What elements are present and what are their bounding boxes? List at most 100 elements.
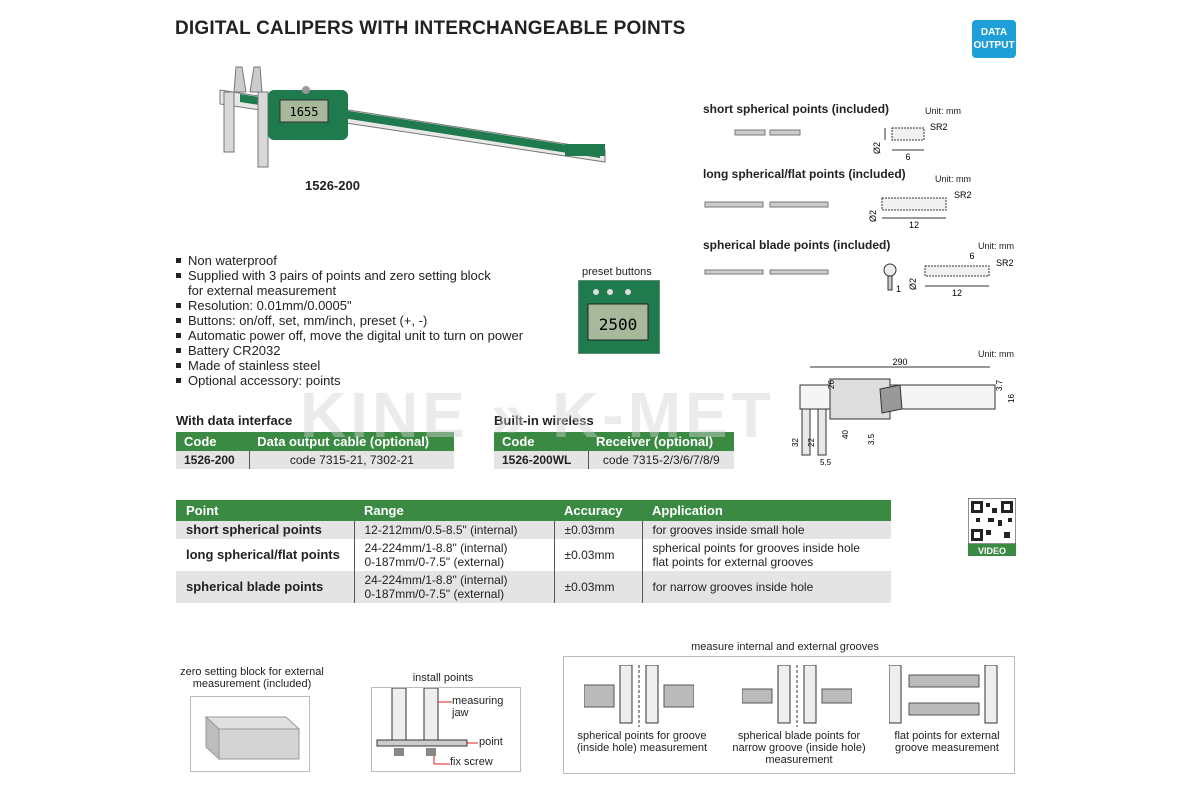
range-text: 12-212mm/0.5-8.5" (internal): [364, 523, 518, 537]
table-cell: 24-224mm/1-8.8" (internal)0-187mm/0-7.5"…: [353, 571, 554, 603]
table-cell: for grooves inside small hole: [641, 521, 891, 539]
unit-label: Unit: mm: [925, 106, 961, 116]
data-interface-heading: With data interface: [176, 413, 293, 428]
dim-text: 6: [905, 152, 910, 162]
col-header: Data output cable (optional): [249, 432, 454, 451]
groove-caption-2: spherical blade points for narrow groove…: [732, 730, 866, 766]
dim-text: 290: [892, 357, 907, 367]
dim-text: 32: [791, 438, 800, 447]
dim-text: SR2: [954, 190, 972, 200]
table-cell: ±0.03mm: [553, 521, 642, 539]
table-cell: long spherical/flat points: [186, 547, 340, 562]
short-points-drawing: 6 Ø2 SR2: [734, 122, 948, 162]
caliper-image: 1655: [219, 66, 606, 168]
table-cell: 12-212mm/0.5-8.5" (internal): [353, 521, 554, 539]
groove-caption-1: spherical points for groove (inside hole…: [576, 730, 708, 754]
feature-item: Supplied with 3 pairs of points and zero…: [176, 268, 523, 283]
zero-block-image: [204, 715, 301, 761]
dim-text: 5.5: [820, 458, 832, 467]
table-cell: ±0.03mm: [553, 539, 642, 571]
unit-label: Unit: mm: [978, 241, 1014, 251]
dim-text: Ø2: [872, 142, 882, 154]
col-header: Point: [176, 500, 354, 521]
feature-item: Optional accessory: points: [176, 373, 523, 388]
feature-item: Battery CR2032: [176, 343, 523, 358]
dim-text: Ø2: [908, 278, 918, 290]
blade-points-drawing: 1 12 6 Ø2 SR2: [704, 251, 1014, 298]
table-cell: ±0.03mm: [553, 571, 642, 603]
long-points-drawing: 12 Ø2 SR2: [704, 190, 972, 229]
table-cell: for narrow grooves inside hole: [641, 571, 891, 603]
dim-text: 3.7: [995, 379, 1004, 391]
col-header: Accuracy: [554, 500, 642, 521]
point-label: point: [479, 736, 503, 748]
table-cell: 1526-200WL: [494, 451, 589, 469]
table-cell: spherical blade points: [176, 571, 354, 603]
dim-text: 12: [909, 220, 919, 229]
groove-caption-3: flat points for external groove measurem…: [894, 730, 1000, 754]
preset-display-value: 2500: [599, 315, 638, 334]
zero-block-label: zero setting block for external measurem…: [180, 666, 324, 690]
dim-text: SR2: [996, 258, 1014, 268]
dim-text: 22: [807, 438, 816, 447]
col-header: Code: [494, 432, 589, 451]
table-cell: code 7315-2/3/6/7/8/9: [587, 451, 734, 469]
qr-label: VIDEO: [978, 546, 1006, 556]
groove-diagram-3: [889, 665, 998, 724]
fix-screw-label: fix screw: [450, 756, 493, 768]
preset-label: preset buttons: [582, 266, 652, 278]
range-text: 24-224mm/1-8.8" (internal): [364, 541, 508, 555]
range-text: 0-187mm/0-7.5" (external): [364, 587, 505, 601]
grooves-frame: spherical points for groove (inside hole…: [563, 656, 1015, 774]
range-text: 24-224mm/1-8.8" (internal): [364, 573, 508, 587]
table-row: spherical blade points 24-224mm/1-8.8" (…: [176, 571, 891, 603]
wireless-heading: Built-in wireless: [494, 413, 594, 428]
qr-code-icon[interactable]: VIDEO: [968, 498, 1016, 556]
technical-drawing: 290 3.7 16 26 40 32 22 3.5 5.5: [791, 357, 1016, 467]
points-table: Point Range Accuracy Application short s…: [176, 500, 891, 603]
table-cell: short spherical points: [176, 521, 354, 539]
dim-text: 3.5: [867, 433, 876, 445]
unit-label: Unit: mm: [978, 349, 1014, 359]
caliper-display: 1655: [290, 105, 319, 119]
dim-text: 12: [952, 288, 962, 298]
groove-diagram-2: [742, 665, 852, 727]
range-text: 0-187mm/0-7.5" (external): [364, 555, 505, 569]
col-header: Receiver (optional): [588, 432, 734, 451]
dim-text: 40: [841, 430, 850, 439]
application-text: spherical points for grooves inside hole: [652, 541, 860, 555]
application-text: flat points for external grooves: [652, 555, 814, 569]
install-diagram: [376, 687, 478, 765]
dim-text: 16: [1007, 394, 1016, 403]
dim-text: 6: [969, 251, 974, 261]
table-row: long spherical/flat points 24-224mm/1-8.…: [176, 539, 891, 571]
table-cell: 24-224mm/1-8.8" (internal)0-187mm/0-7.5"…: [353, 539, 554, 571]
dim-text: 1: [896, 284, 901, 294]
data-interface-table: Code Data output cable (optional) 1526-2…: [176, 432, 454, 469]
page-title: DIGITAL CALIPERS WITH INTERCHANGEABLE PO…: [175, 18, 686, 39]
dim-text: Ø2: [868, 210, 878, 222]
features-list: Non waterproof Supplied with 3 pairs of …: [176, 253, 523, 388]
feature-item: Resolution: 0.01mm/0.0005": [176, 298, 523, 313]
col-header: Application: [642, 500, 891, 521]
wireless-table: Code Receiver (optional) 1526-200WL code…: [494, 432, 734, 469]
feature-item: Made of stainless steel: [176, 358, 523, 373]
long-points-title: long spherical/flat points (included): [703, 167, 906, 181]
install-frame: [371, 687, 521, 772]
col-header: Range: [354, 500, 554, 521]
watermark: KINE » K-MET: [300, 379, 775, 451]
table-cell: code 7315-21, 7302-21: [248, 451, 454, 469]
table-cell: spherical points for grooves inside hole…: [641, 539, 891, 571]
measuring-jaw-label: measuring jaw: [452, 695, 504, 719]
short-points-title: short spherical points (included): [703, 102, 890, 116]
preset-display-image: 2500: [578, 280, 660, 354]
col-header: Code: [176, 432, 250, 451]
model-label: 1526-200: [305, 178, 360, 193]
dim-text: SR2: [930, 122, 948, 132]
zero-block-frame: [190, 696, 310, 772]
feature-item: Non waterproof: [176, 253, 523, 268]
feature-item: Buttons: on/off, set, mm/inch, preset (+…: [176, 313, 523, 328]
grooves-title: measure internal and external grooves: [691, 641, 879, 653]
feature-item: for external measurement: [188, 283, 337, 298]
blade-points-title: spherical blade points (included): [703, 238, 891, 252]
